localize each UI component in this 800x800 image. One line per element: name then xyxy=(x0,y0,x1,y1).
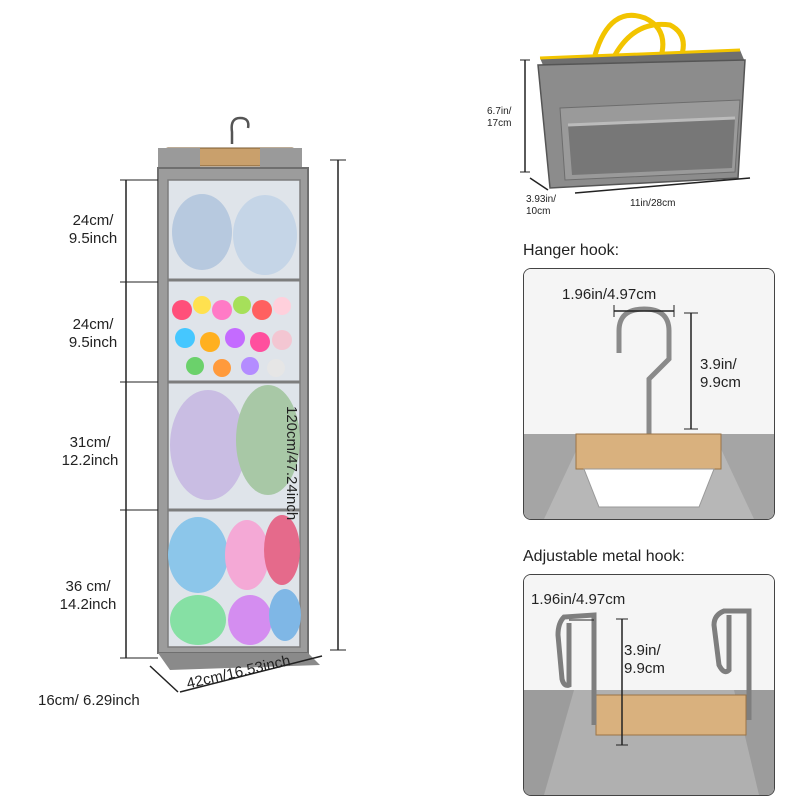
wood-hanger-icon xyxy=(575,433,722,470)
hanger-hook-panel xyxy=(523,268,775,520)
hanger-hook-height-line1: 3.9in/ xyxy=(700,356,737,373)
pouch-height-line1: 6.7in/ xyxy=(487,106,512,117)
adjustable-hook-right-icon xyxy=(711,608,752,720)
section-4-label-line2: 14.2inch xyxy=(59,596,117,613)
metal-hook-illustration xyxy=(524,575,774,795)
organizer-height-label: 120cm/47.24inch xyxy=(283,406,300,521)
section-2-label-line1: 24cm/ xyxy=(72,316,114,333)
section-4-label: 36 cm/ 14.2inch xyxy=(48,578,128,614)
metal-hook-height-label: 3.9in/ 9.9cm xyxy=(624,642,665,678)
strap-icon xyxy=(592,12,666,61)
pouch-figure xyxy=(520,10,790,220)
section-1-label: 24cm/ 9.5inch xyxy=(58,212,128,248)
hanger-hook-width-label: 1.96in/4.97cm xyxy=(562,286,657,303)
section-2-label-line2: 9.5inch xyxy=(68,334,118,351)
metal-hook-height-line2: 9.9cm xyxy=(624,660,665,677)
section-3-label: 31cm/ 12.2inch xyxy=(52,434,128,470)
section-2-label: 24cm/ 9.5inch xyxy=(58,316,128,352)
pouch-height-line2: 17cm xyxy=(487,118,512,129)
hanger-hook-height-label: 3.9in/ 9.9cm xyxy=(700,356,741,392)
organizer-depth-label: 16cm/ 6.29inch xyxy=(38,692,140,709)
pouch-width-label: 11in/28cm xyxy=(630,198,676,209)
adjustable-hook-left-icon xyxy=(555,612,597,725)
pouch-illustration xyxy=(520,12,751,194)
hanger-hook-height-line2: 9.9cm xyxy=(700,374,741,391)
hanger-hook-icon xyxy=(230,116,250,144)
pouch-depth-line1: 3.93in/ xyxy=(526,194,557,205)
section-1-label-line2: 9.5inch xyxy=(68,230,118,247)
hanger-hook-illustration xyxy=(524,269,774,519)
section-3-label-line2: 12.2inch xyxy=(61,452,119,469)
pouch-depth-label: 3.93in/ 10cm xyxy=(526,194,556,218)
pouch-height-label: 6.7in/ 17cm xyxy=(487,106,511,130)
section-1-label-line1: 24cm/ xyxy=(72,212,114,229)
organizer-figure xyxy=(110,110,370,730)
wood-hanger-icon xyxy=(595,694,747,736)
metal-hook-width-label: 1.96in/4.97cm xyxy=(531,591,626,608)
organizer-illustration xyxy=(120,116,346,693)
metal-hook-icon xyxy=(616,306,672,444)
metal-hook-height-line1: 3.9in/ xyxy=(624,642,661,659)
metal-hook-title: Adjustable metal hook: xyxy=(523,548,685,565)
metal-hook-panel xyxy=(523,574,775,796)
hanger-hook-title: Hanger hook: xyxy=(523,242,620,259)
section-3-label-line1: 31cm/ xyxy=(69,434,111,451)
pouch-depth-line2: 10cm xyxy=(526,206,551,217)
section-4-label-line1: 36 cm/ xyxy=(65,578,111,595)
